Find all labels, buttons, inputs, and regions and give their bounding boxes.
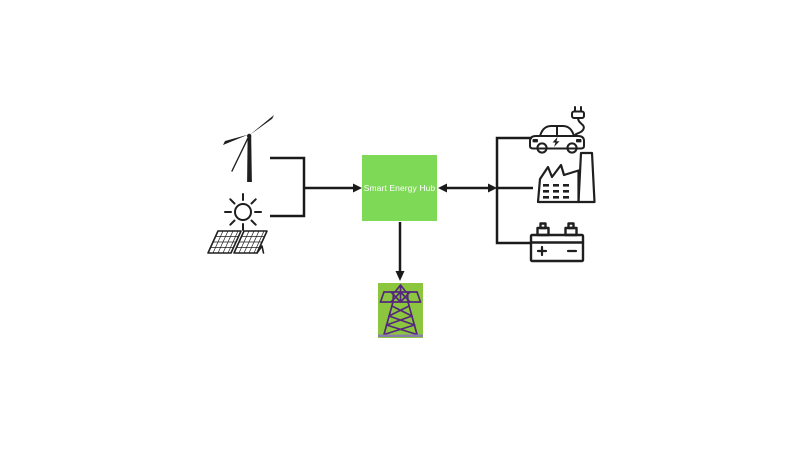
solar-panel-icon — [207, 227, 279, 257]
hub-label: Smart Energy Hub — [363, 183, 436, 193]
smart-energy-hub-node: Smart Energy Hub — [362, 155, 437, 221]
arrowhead-into-hub-left — [353, 183, 362, 193]
transmission-tower-node — [378, 283, 423, 338]
transmission-tower-icon — [378, 284, 423, 338]
factory-icon — [535, 150, 601, 206]
arrowhead-into-consumers — [488, 183, 497, 193]
sun-icon — [221, 191, 265, 233]
battery-icon — [529, 221, 585, 263]
wind-turbine-icon — [217, 110, 281, 185]
arrowhead-into-grid — [395, 271, 405, 281]
arrowhead-into-hub-right — [438, 183, 447, 193]
electric-car-icon — [526, 105, 588, 155]
consumers-branch-connector — [495, 136, 532, 245]
